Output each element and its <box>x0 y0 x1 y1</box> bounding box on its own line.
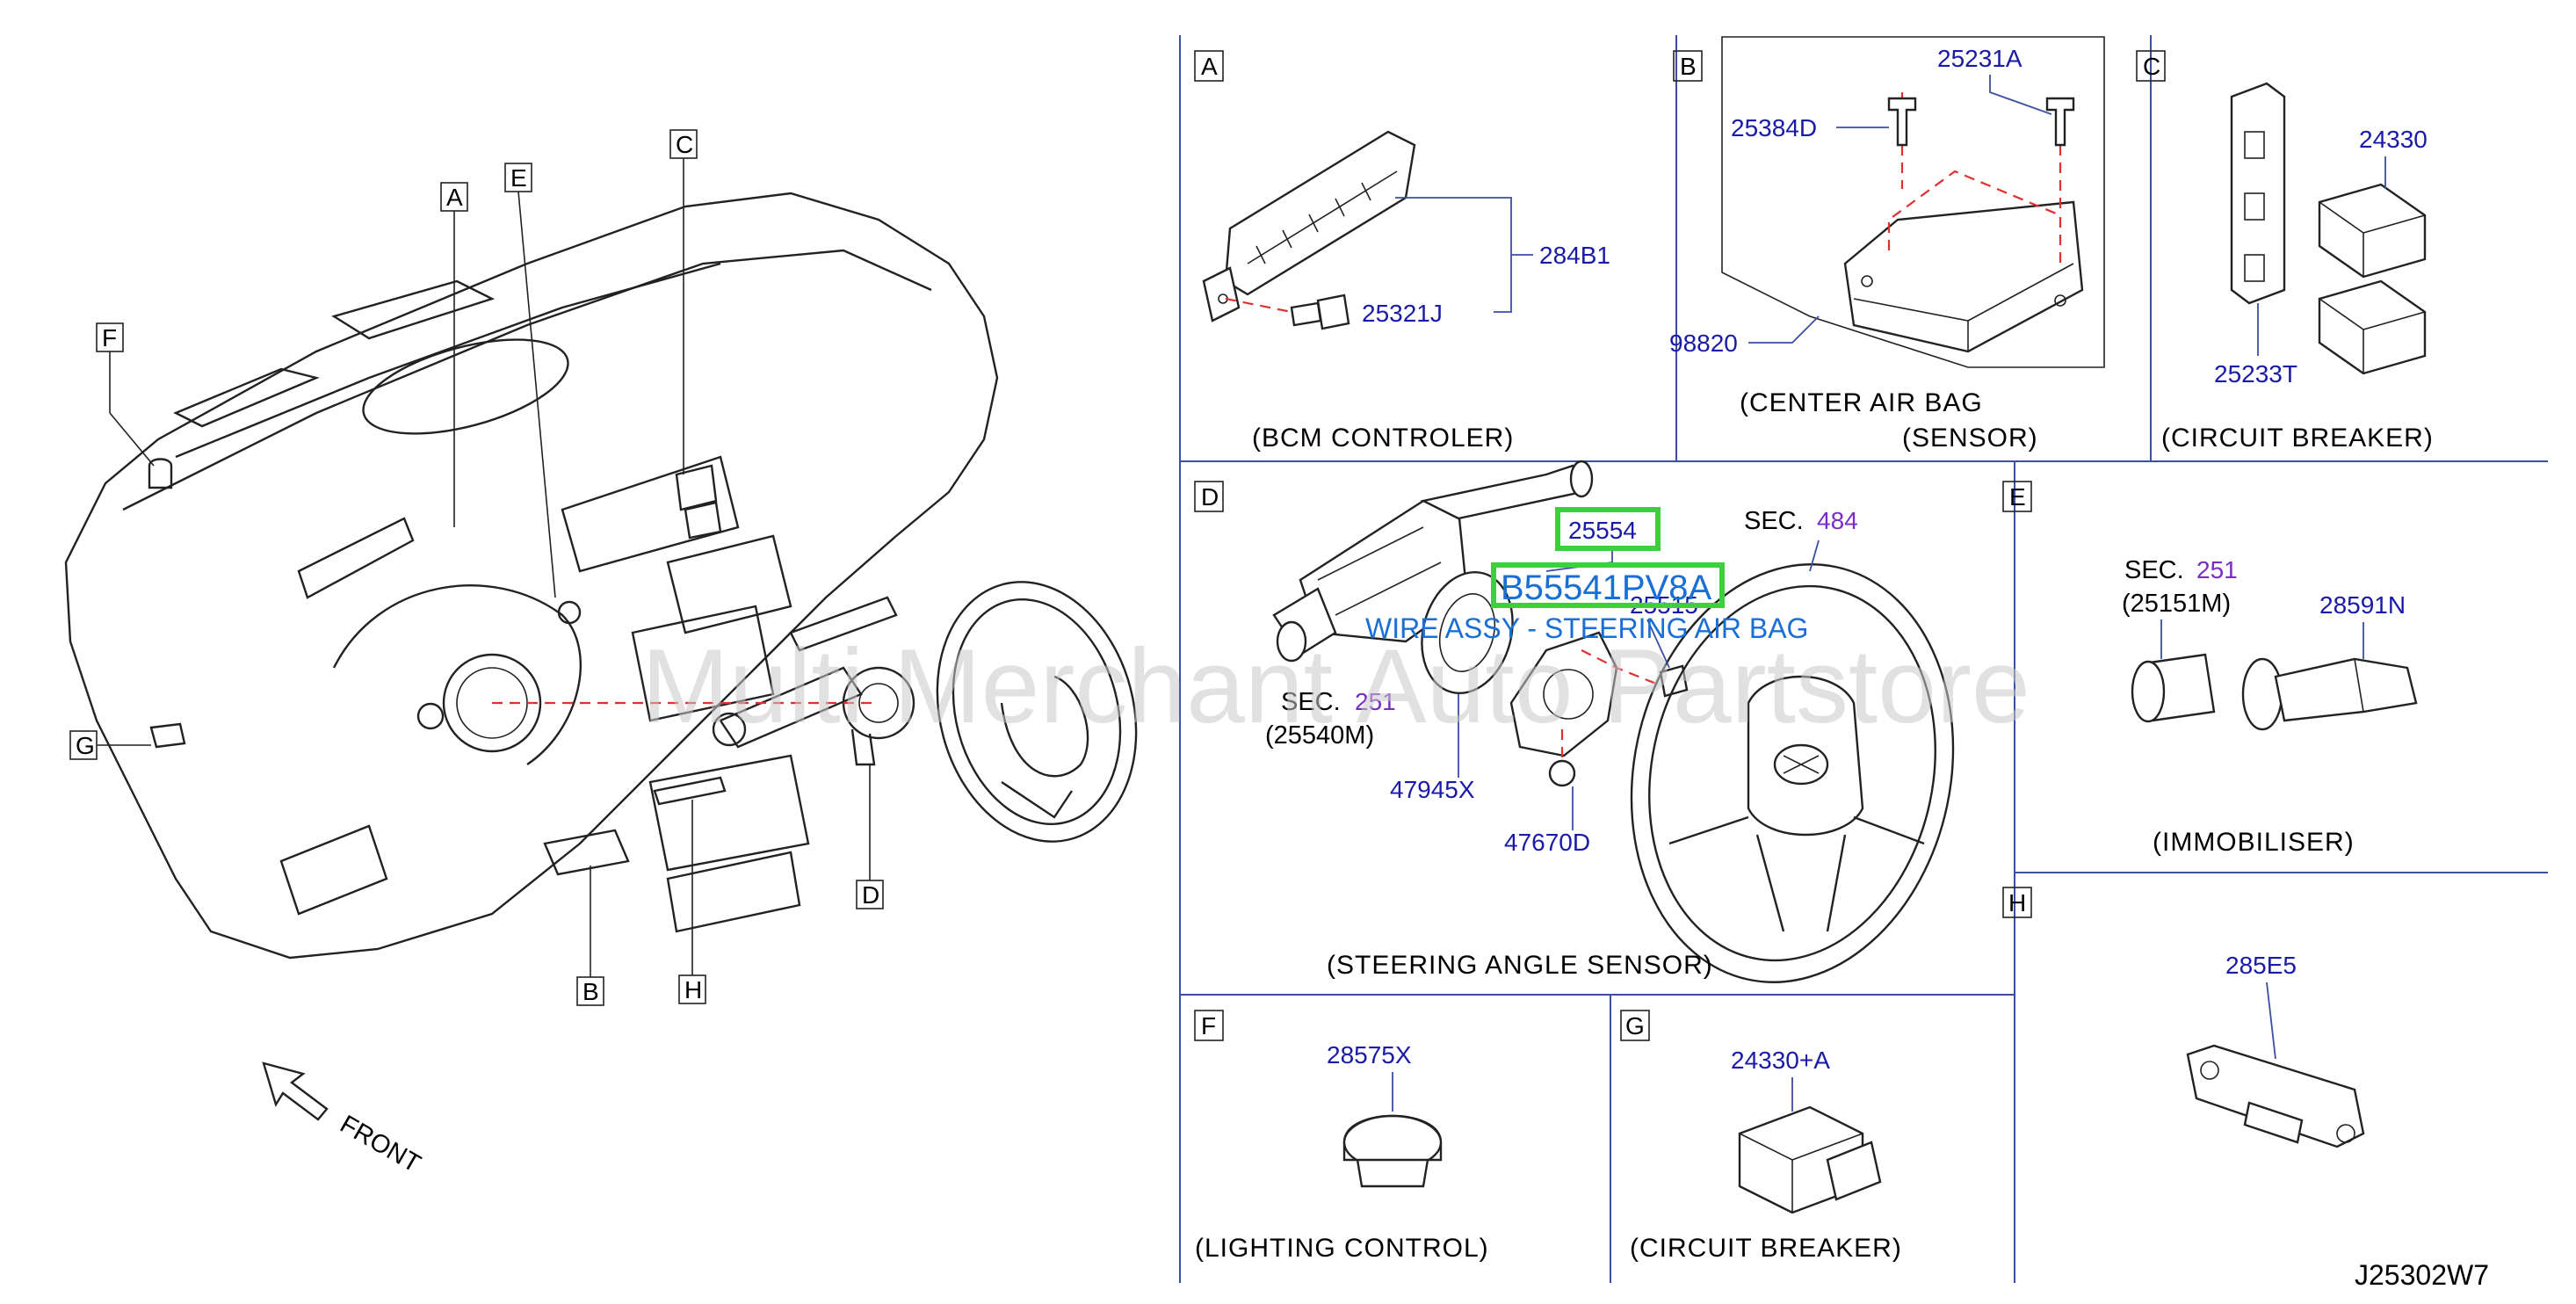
panel-G-caption: (CIRCUIT BREAKER) <box>1630 1234 1902 1263</box>
part-28575X[interactable]: 28575X <box>1327 1041 1412 1069</box>
part-25554[interactable]: 25554 <box>1568 517 1637 544</box>
front-arrow: FRONT <box>262 1061 426 1178</box>
panel-D-letter: D <box>1201 483 1219 511</box>
part-285E5[interactable]: 285E5 <box>2225 952 2297 979</box>
panel-D: D 25554 25515 47945X 47670D <box>1194 460 1955 983</box>
panel-A-caption: (BCM CONTROLER) <box>1252 424 1514 453</box>
panel-G-letter: G <box>1625 1012 1645 1040</box>
sec-left-prefix: SEC. <box>1281 688 1341 716</box>
sec-E-ref: (25151M) <box>2122 590 2231 618</box>
dashboard-overview <box>64 192 1138 960</box>
callout-G[interactable]: G <box>76 732 95 759</box>
sec-left-num[interactable]: 251 <box>1355 688 1396 715</box>
part-47945X[interactable]: 47945X <box>1390 776 1475 803</box>
callout-A[interactable]: A <box>446 184 463 211</box>
panel-B: B 25231A 25384D 98820 (CENTER AIR BAG (S… <box>1669 36 2105 453</box>
part-25321J[interactable]: 25321J <box>1362 300 1443 327</box>
part-25231A[interactable]: 25231A <box>1937 45 2022 72</box>
callout-F[interactable]: F <box>102 324 117 351</box>
callout-B[interactable]: B <box>582 978 599 1005</box>
panel-grid <box>1179 35 2548 1283</box>
panel-H-letter: H <box>2008 889 2026 916</box>
panel-E: E SEC. 251 (25151M) 28591N (IMMOBILISER) <box>2002 481 2418 857</box>
part-47670D[interactable]: 47670D <box>1504 829 1590 856</box>
highlight-oem-number[interactable]: B55541PV8A <box>1501 569 1712 607</box>
callout-E[interactable]: E <box>510 164 527 192</box>
callout-D[interactable]: D <box>862 881 879 909</box>
selected-part-highlight: B55541PV8A WIRE ASSY - STEERING AIR BAG <box>1365 507 1808 644</box>
sec-left-ref: (25540M) <box>1265 721 1374 750</box>
part-98820[interactable]: 98820 <box>1669 330 1738 357</box>
panel-B-letter: B <box>1680 53 1697 80</box>
part-25384D[interactable]: 25384D <box>1731 114 1817 141</box>
panel-F-letter: F <box>1201 1012 1216 1040</box>
callout-C[interactable]: C <box>676 131 693 158</box>
part-24330A[interactable]: 24330+A <box>1731 1047 1830 1074</box>
panel-C-letter: C <box>2143 53 2160 80</box>
part-25233T[interactable]: 25233T <box>2214 360 2297 388</box>
panel-E-caption: (IMMOBILISER) <box>2153 828 2355 857</box>
panel-A: A 25321J 284B1 (BCM CONTROLER) <box>1194 50 1610 453</box>
panel-B-caption-1: (CENTER AIR BAG <box>1740 388 1983 417</box>
sec-E-num[interactable]: 251 <box>2196 556 2238 583</box>
panel-E-letter: E <box>2009 483 2026 511</box>
panel-H: H 285E5 <box>2002 887 2365 1148</box>
watermark: Multi Merchant Auto Partstore <box>641 627 2030 745</box>
diagram-code: J25302W7 <box>2355 1259 2489 1291</box>
front-label: FRONT <box>336 1110 426 1178</box>
callout-H[interactable]: H <box>684 976 702 1003</box>
highlight-box-oem[interactable] <box>1491 562 1725 608</box>
sec-right-num[interactable]: 484 <box>1817 507 1858 534</box>
panel-C: C 24330 25233T (CIRCUIT BREAKER) <box>2136 50 2434 453</box>
panel-A-letter: A <box>1201 53 1218 80</box>
overview-callouts: A E C F G D B H <box>69 129 884 1006</box>
sec-right-prefix: SEC. <box>1744 507 1804 535</box>
highlight-box-part[interactable] <box>1555 507 1661 551</box>
panel-D-caption: (STEERING ANGLE SENSOR) <box>1327 951 1713 980</box>
panel-F-caption: (LIGHTING CONTROL) <box>1195 1234 1489 1263</box>
highlight-description: WIRE ASSY - STEERING AIR BAG <box>1365 612 1808 644</box>
part-28591N[interactable]: 28591N <box>2319 591 2406 619</box>
sec-E-prefix: SEC. <box>2124 556 2184 584</box>
part-24330[interactable]: 24330 <box>2359 126 2428 153</box>
part-284B1[interactable]: 284B1 <box>1539 242 1610 269</box>
panel-C-caption: (CIRCUIT BREAKER) <box>2161 424 2434 453</box>
panel-F: F 28575X (LIGHTING CONTROL) <box>1194 1010 1489 1263</box>
panel-G: G 24330+A (CIRCUIT BREAKER) <box>1620 1010 1902 1263</box>
panel-B-caption-2: (SENSOR) <box>1902 424 2038 453</box>
